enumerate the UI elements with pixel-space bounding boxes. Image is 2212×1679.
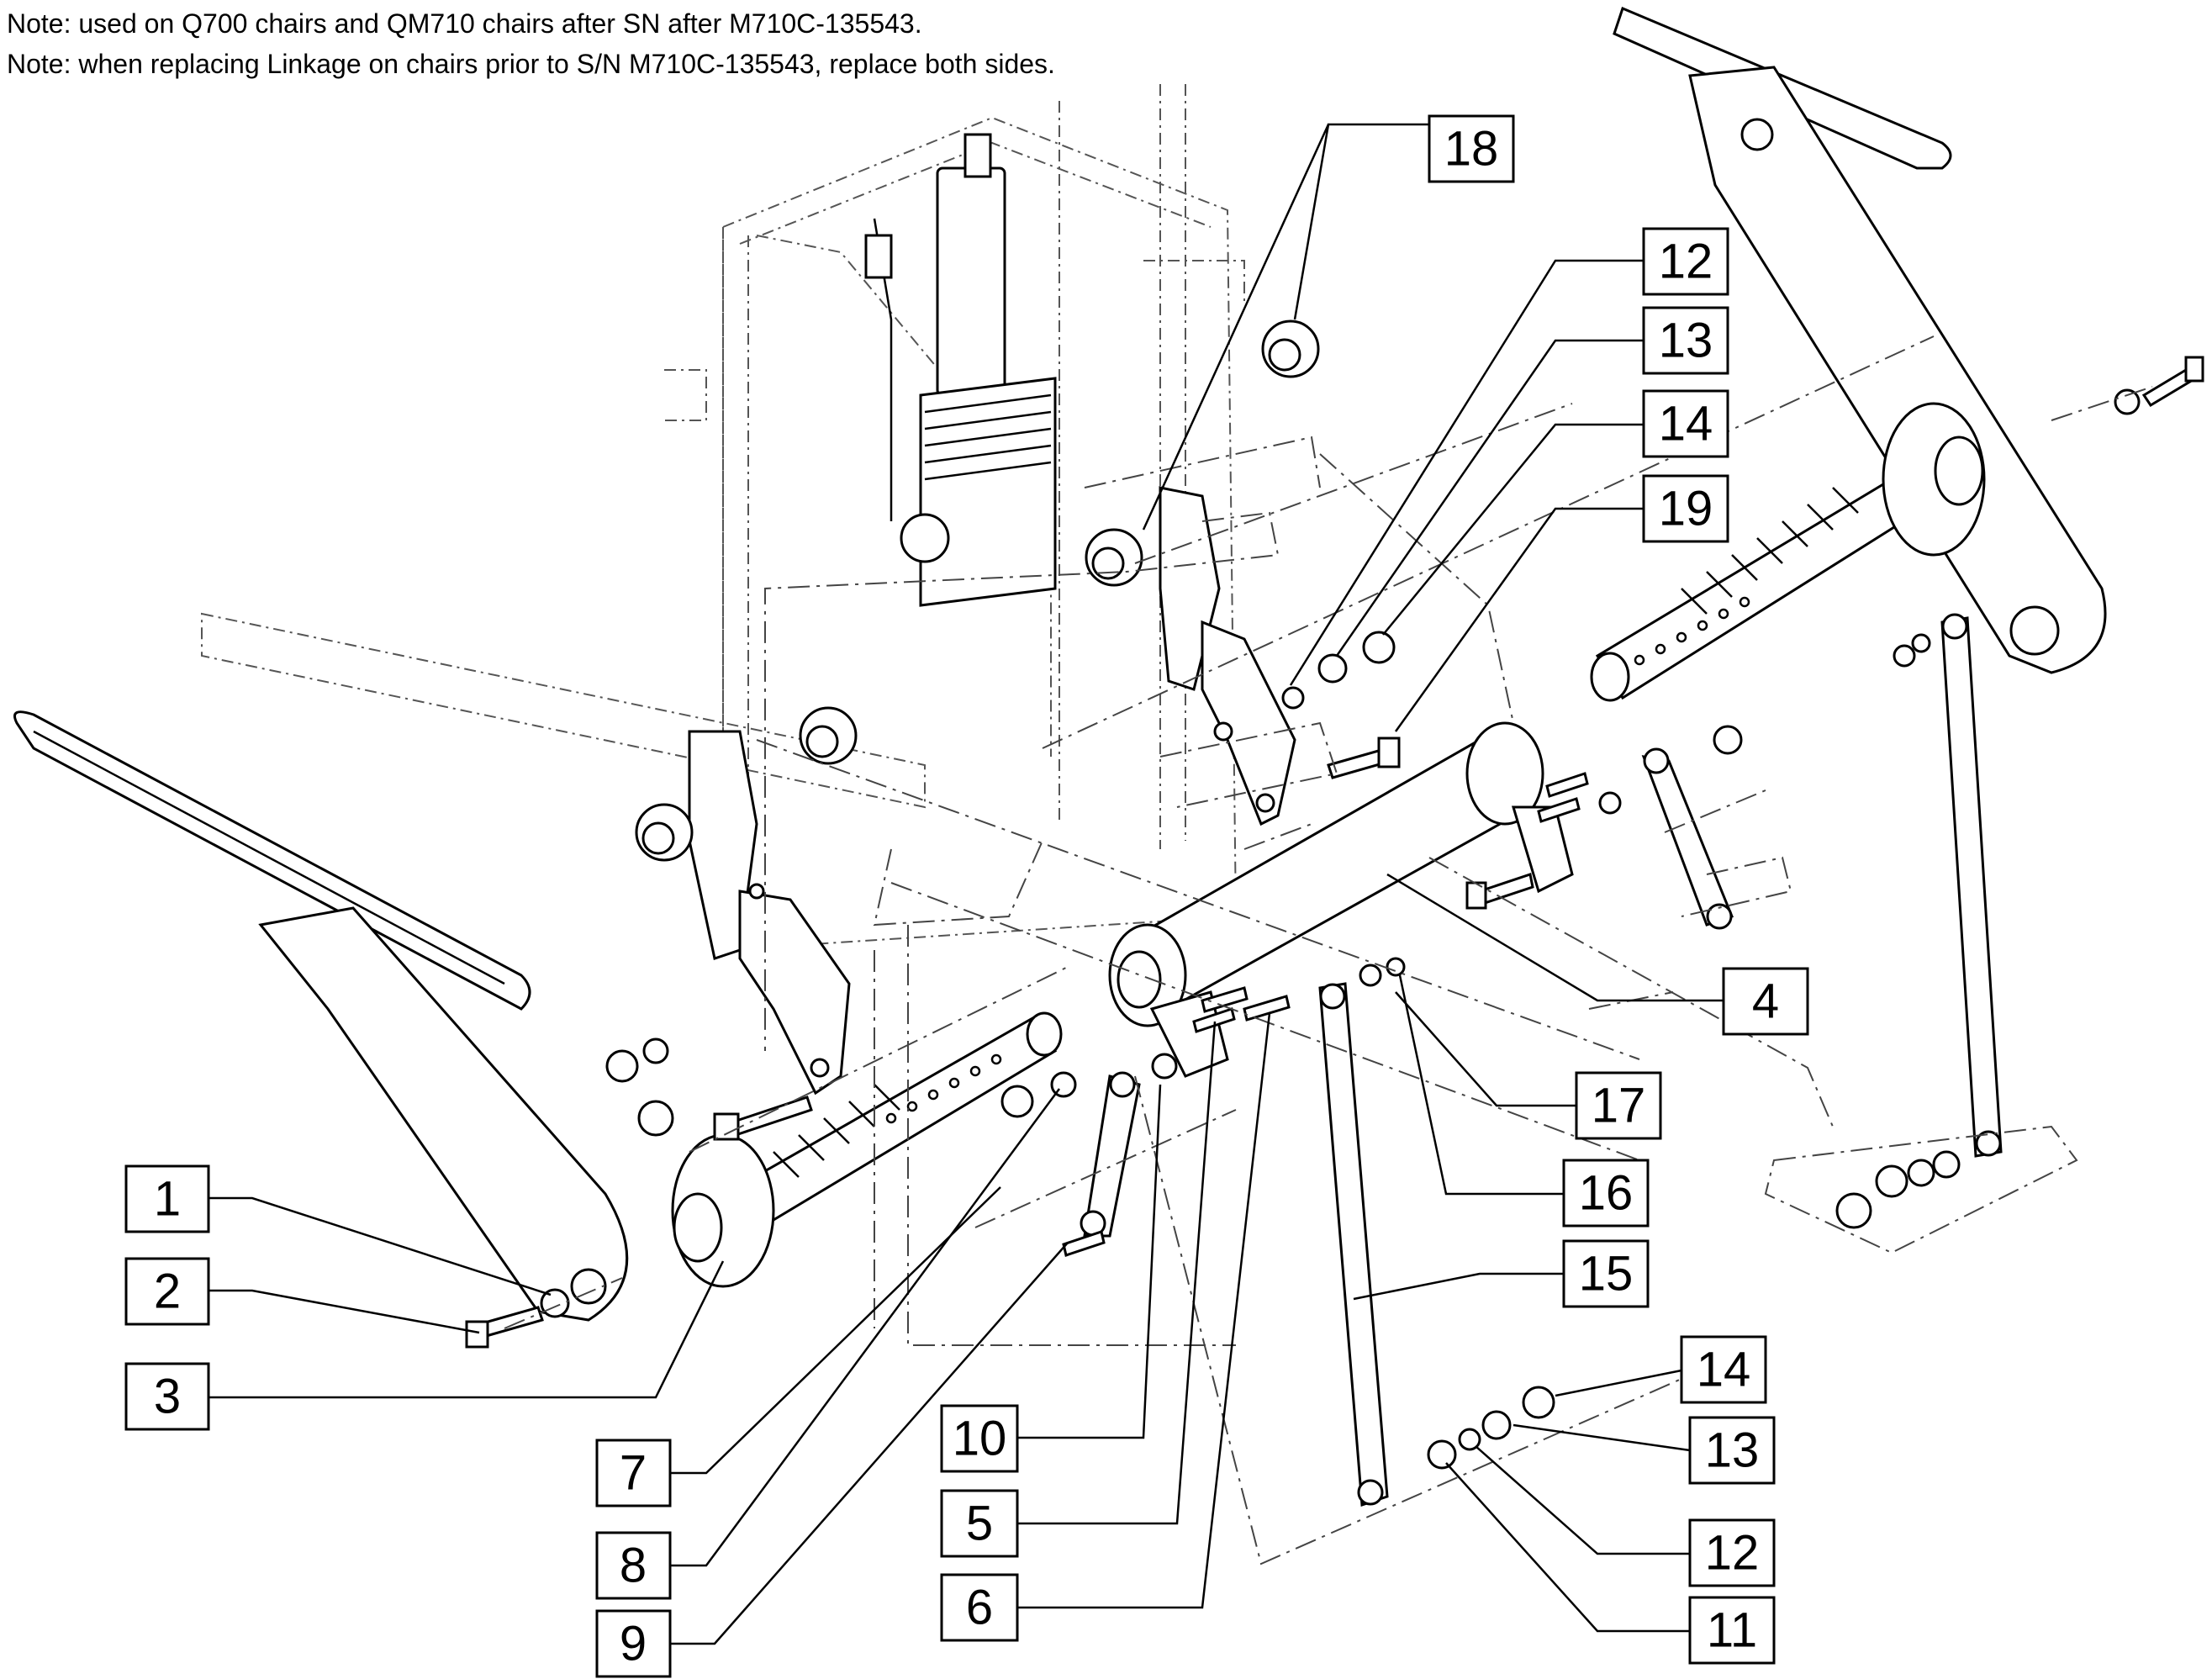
callout-9: 9	[595, 1609, 672, 1678]
callout-label: 3	[154, 1370, 181, 1424]
callout-label: 13	[1659, 314, 1713, 368]
left-side-bracket	[688, 730, 851, 1096]
callout-15: 15	[1562, 1239, 1650, 1308]
callout-16: 16	[1562, 1159, 1650, 1228]
callout-14-lower: 14	[1680, 1335, 1767, 1404]
link-arm-left	[1080, 1071, 1141, 1238]
callout-label: 1	[154, 1172, 181, 1227]
callout-18: 18	[1428, 114, 1515, 183]
armrest-right	[1613, 6, 2107, 674]
callout-13-upper: 13	[1642, 306, 1729, 375]
callout-1: 1	[124, 1164, 210, 1233]
callout-label: 15	[1579, 1247, 1634, 1301]
actuator	[864, 133, 1057, 607]
callout-7: 7	[595, 1439, 672, 1507]
callout-17: 17	[1575, 1071, 1662, 1140]
callout-8: 8	[595, 1531, 672, 1600]
right-side-bracket	[1159, 486, 1296, 826]
callout-14-upper: 14	[1642, 389, 1729, 458]
bushing-middle	[1085, 528, 1143, 587]
callout-label: 12	[1705, 1526, 1760, 1581]
callout-4: 4	[1722, 967, 1809, 1036]
callout-label: 16	[1579, 1166, 1634, 1221]
leader-lines	[209, 123, 1724, 1645]
armrest-left	[13, 710, 629, 1322]
callout-6: 6	[940, 1573, 1019, 1642]
linkage-bar-rear	[1940, 613, 2003, 1158]
callout-label: 7	[620, 1446, 647, 1501]
callout-12-lower: 12	[1688, 1518, 1776, 1587]
callout-label: 18	[1444, 122, 1499, 177]
note-line-1: Note: used on Q700 chairs and QM710 chai…	[7, 8, 922, 39]
callout-10: 10	[940, 1404, 1019, 1473]
bushing-upper-right	[1261, 319, 1320, 378]
callout-label: 9	[620, 1617, 647, 1671]
callout-label: 5	[966, 1497, 993, 1551]
callout-3: 3	[124, 1362, 210, 1431]
upper-shaft-assembly	[1590, 402, 1986, 702]
link-arm-right	[1641, 747, 1734, 930]
cross-tube	[1108, 721, 1574, 1078]
callout-12-upper: 12	[1642, 227, 1729, 296]
callout-label: 6	[966, 1581, 993, 1635]
callout-label: 13	[1705, 1423, 1760, 1478]
callout-label: 17	[1592, 1079, 1646, 1133]
callout-label: 12	[1659, 235, 1713, 289]
bushing-left-upper	[799, 706, 858, 765]
bushing-left-lower	[635, 803, 694, 862]
callout-13-lower: 13	[1688, 1416, 1776, 1485]
linkage-bar-front	[1318, 982, 1389, 1507]
callout-19: 19	[1642, 474, 1729, 543]
callout-label: 10	[953, 1412, 1007, 1466]
callout-5: 5	[940, 1489, 1019, 1558]
note-line-2: Note: when replacing Linkage on chairs p…	[7, 49, 1055, 79]
callout-label: 4	[1752, 974, 1779, 1029]
callout-label: 2	[154, 1265, 181, 1319]
callout-label: 14	[1659, 397, 1713, 451]
lower-shaft-assembly	[671, 1011, 1063, 1288]
callout-label: 11	[1707, 1603, 1757, 1658]
callout-label: 8	[620, 1539, 647, 1593]
callout-label: 14	[1697, 1343, 1751, 1397]
callout-11: 11	[1688, 1596, 1776, 1665]
assembly-centerlines	[504, 335, 2153, 1565]
fasteners	[465, 356, 2204, 1470]
callout-2: 2	[124, 1257, 210, 1326]
callout-label: 19	[1659, 482, 1713, 536]
